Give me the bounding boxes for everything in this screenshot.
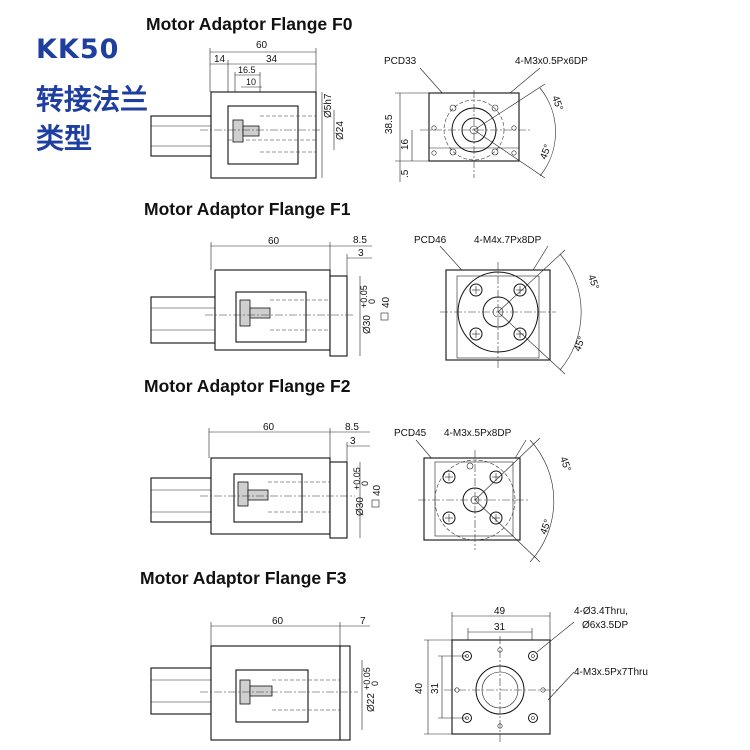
f2-tol-lower: 0 <box>360 481 370 486</box>
f0-side-view: 60 34 14 16.5 10 Ø5h7 Ø24 <box>150 40 346 179</box>
f0-front-view: PCD33 4-M3x0.5Px6DP 45° 45° 38.5 16 .5 <box>384 56 588 182</box>
f3-tol-lower: 0 <box>370 681 380 686</box>
f3-thru-label-2: Ø6x3.5DP <box>582 620 628 631</box>
f0-dim-34: 34 <box>266 54 278 65</box>
f0-dim-16-5: 16.5 <box>238 65 256 75</box>
f0-shaft-dim: Ø5h7 <box>323 93 334 118</box>
f1-dim-8-5: 8.5 <box>353 235 367 246</box>
f2-side-view: 60 8.5 3 Ø30 +0.05 0 40 <box>150 422 383 539</box>
f3-holes-label: 4-M3x.5Px7Thru <box>574 667 648 678</box>
f2-pcd-label: PCD45 <box>394 428 427 439</box>
f2-square-dim: 40 <box>372 484 383 496</box>
f1-holes-label: 4-M4x.7Px8DP <box>474 235 542 246</box>
f0-angle-top: 45° <box>549 94 565 112</box>
f1-tol-lower: 0 <box>367 299 377 304</box>
f2-tol-upper: +0.05 <box>352 467 362 490</box>
f2-angle-bottom: 45° <box>538 518 554 536</box>
f3-dim-31-side: 31 <box>430 682 441 694</box>
f2-angle-top: 45° <box>557 455 573 473</box>
f1-angle-bottom: 45° <box>572 335 588 353</box>
f0-pcd-label: PCD33 <box>384 56 417 67</box>
f1-front-view: PCD46 4-M4x.7Px8DP 45° 45° <box>414 235 601 375</box>
f3-side-view: 60 7 Ø22 +0.05 0 <box>150 616 380 741</box>
f3-section-title: Motor Adaptor Flange F3 <box>140 568 347 588</box>
f0-dim-16: 16 <box>400 138 411 150</box>
f2-section-title: Motor Adaptor Flange F2 <box>144 376 351 396</box>
f2-dim-3: 3 <box>350 436 356 447</box>
f0-dim-14: 14 <box>214 54 226 65</box>
product-code-title: KK50 <box>36 34 120 65</box>
f0-dim-5: .5 <box>400 169 411 178</box>
f3-tol-upper: +0.05 <box>362 667 372 690</box>
f1-dim-3: 3 <box>358 248 364 259</box>
f1-angle-top: 45° <box>585 273 601 291</box>
f2-bore-dim: Ø30 <box>355 497 366 516</box>
f3-thru-label-1: 4-Ø3.4Thru, <box>574 606 628 617</box>
f2-dim-60: 60 <box>263 422 275 433</box>
f1-square-dim: 40 <box>381 296 392 308</box>
f2-dim-8-5: 8.5 <box>345 422 359 433</box>
f0-dim-60: 60 <box>256 40 268 51</box>
f3-front-view: 49 31 40 31 4-Ø3.4Thru, Ø6x3.5DP 4-M3x.5… <box>414 606 648 742</box>
f1-pcd-label: PCD46 <box>414 235 447 246</box>
f3-dim-40: 40 <box>414 682 425 694</box>
f0-angle-bottom: 45° <box>538 143 554 161</box>
f1-bore-dim: Ø30 <box>362 315 373 334</box>
f2-front-view: PCD45 4-M3x.5Px8DP 45° 45° <box>394 428 573 563</box>
f0-section-title: Motor Adaptor Flange F0 <box>146 14 353 34</box>
product-subtitle-line1: 转接法兰 <box>36 83 149 116</box>
f3-dim-60: 60 <box>272 616 284 627</box>
product-subtitle-line2: 类型 <box>36 122 93 155</box>
f2-holes-label: 4-M3x.5Px8DP <box>444 428 512 439</box>
f0-dim-38-5: 38.5 <box>384 114 395 134</box>
f3-dim-7: 7 <box>360 616 366 627</box>
f1-tol-upper: +0.05 <box>359 285 369 308</box>
f1-dim-60: 60 <box>268 236 280 247</box>
f0-bore-dim: Ø24 <box>335 121 346 140</box>
f0-dim-10: 10 <box>246 77 256 87</box>
f0-holes-label: 4-M3x0.5Px6DP <box>515 56 588 67</box>
f3-dim-31-top: 31 <box>494 622 506 633</box>
f3-dim-49: 49 <box>494 606 506 617</box>
f3-bore-dim: Ø22 <box>366 693 377 712</box>
f1-side-view: 60 8.5 3 Ø30 +0.05 0 40 <box>150 235 392 357</box>
f1-section-title: Motor Adaptor Flange F1 <box>144 199 351 219</box>
